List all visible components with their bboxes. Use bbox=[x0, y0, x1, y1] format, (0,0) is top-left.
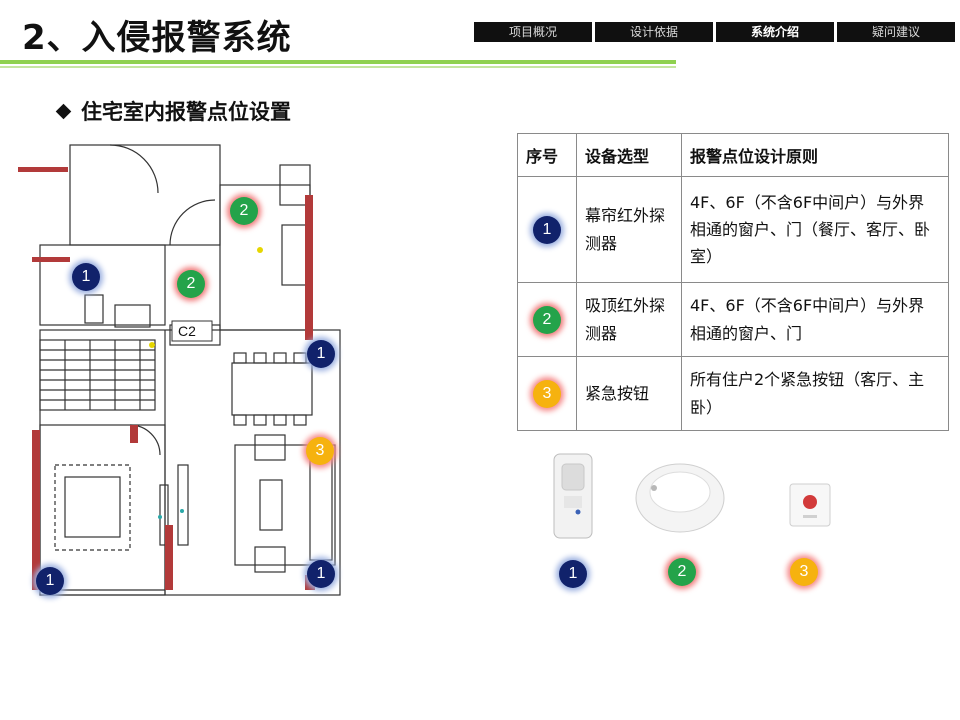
floorplan-marker-curtain-detector: 1 bbox=[307, 340, 335, 368]
column-header-device: 设备选型 bbox=[576, 133, 682, 177]
diamond-bullet-icon bbox=[55, 103, 72, 120]
alarm-points-table: 序号 设备选型 报警点位设计原则 1 幕帘红外探测器 4F、6F（不含6F中间户… bbox=[517, 133, 949, 431]
bath-outline bbox=[39, 244, 166, 326]
curtain-detector-image bbox=[548, 452, 598, 544]
section-subtitle-text: 住宅室内报警点位设置 bbox=[81, 100, 291, 124]
floor-plan-drawing bbox=[18, 144, 341, 596]
table-header-row: 序号 设备选型 报警点位设计原则 bbox=[517, 133, 949, 177]
header-rule-light bbox=[0, 66, 676, 68]
tab-questions[interactable]: 疑问建议 bbox=[837, 22, 955, 42]
floorplan-marker-curtain-detector: 1 bbox=[307, 560, 335, 588]
table-marker: 3 bbox=[533, 379, 561, 408]
floorplan-marker-emergency-button: 3 bbox=[306, 437, 334, 465]
sofa bbox=[309, 449, 333, 561]
room-label-c2: C2 bbox=[178, 323, 196, 339]
table-marker: 1 bbox=[533, 215, 561, 244]
table-row: 3 紧急按钮 所有住户2个紧急按钮（客厅、主卧） bbox=[517, 356, 949, 431]
device-cell: 幕帘红外探测器 bbox=[576, 176, 682, 283]
emergency-button-image bbox=[788, 482, 832, 532]
rule-cell: 4F、6F（不含6F中间户）与外界相通的窗户、门 bbox=[681, 282, 949, 357]
bed bbox=[54, 464, 131, 551]
rule-cell: 所有住户2个紧急按钮（客厅、主卧） bbox=[681, 356, 949, 431]
rule-cell: 4F、6F（不含6F中间户）与外界相通的窗户、门（餐厅、客厅、卧室） bbox=[681, 176, 949, 283]
column-header-rule: 报警点位设计原则 bbox=[681, 133, 949, 177]
tab-design-basis[interactable]: 设计依据 bbox=[595, 22, 713, 42]
product-marker-curtain-detector: 1 bbox=[559, 560, 587, 588]
table-row: 1 幕帘红外探测器 4F、6F（不含6F中间户）与外界相通的窗户、门（餐厅、客厅… bbox=[517, 176, 949, 283]
page-title: 2、入侵报警系统 bbox=[22, 18, 292, 58]
floorplan-marker-curtain-detector: 1 bbox=[72, 263, 100, 291]
column-header-number: 序号 bbox=[517, 133, 577, 177]
table-marker: 2 bbox=[533, 305, 561, 334]
section-subtitle: 住宅室内报警点位设置 bbox=[55, 96, 291, 126]
tab-project-overview[interactable]: 项目概况 bbox=[474, 22, 592, 42]
ceiling-detector-image bbox=[632, 458, 728, 540]
table-row: 2 吸顶红外探测器 4F、6F（不含6F中间户）与外界相通的窗户、门 bbox=[517, 282, 949, 357]
product-marker-emergency-button: 3 bbox=[790, 558, 818, 586]
floor-plan: C2 1 1 1 1 2 2 3 bbox=[10, 135, 350, 605]
floorplan-marker-ceiling-detector: 2 bbox=[230, 197, 258, 225]
floorplan-marker-ceiling-detector: 2 bbox=[177, 270, 205, 298]
product-marker-ceiling-detector: 2 bbox=[668, 558, 696, 586]
device-cell: 紧急按钮 bbox=[576, 356, 682, 431]
door-arc bbox=[109, 144, 159, 194]
header-rule bbox=[0, 60, 676, 64]
dining-table bbox=[231, 362, 313, 416]
top-nav: 项目概况 设计依据 系统介绍 疑问建议 bbox=[474, 22, 958, 42]
floorplan-marker-curtain-detector: 1 bbox=[36, 567, 64, 595]
tab-system-intro[interactable]: 系统介绍 bbox=[716, 22, 834, 42]
coffee-table bbox=[259, 479, 283, 531]
device-cell: 吸顶红外探测器 bbox=[576, 282, 682, 357]
